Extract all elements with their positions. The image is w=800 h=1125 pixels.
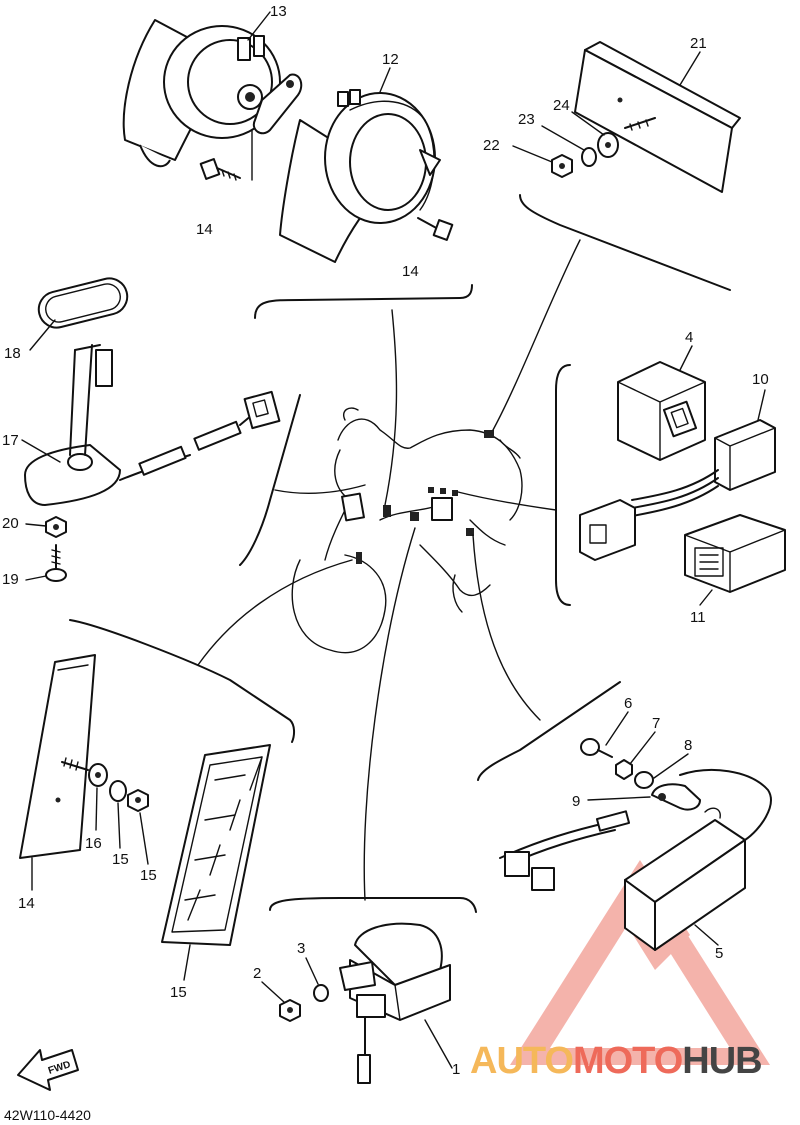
leader-16 — [139, 812, 149, 865]
diagram-code: 42W110-4420 — [4, 1107, 91, 1123]
watermark-hub: HUB — [682, 1040, 761, 1082]
callout-24: 22 — [483, 137, 500, 154]
leader-12 — [379, 67, 391, 93]
watermark-auto: AUTO — [470, 1040, 573, 1082]
horn-13 — [122, 19, 303, 168]
leader-5 — [694, 924, 719, 946]
bolt-14a — [199, 158, 241, 181]
leader-15b — [183, 944, 191, 981]
leader-10 — [757, 389, 766, 421]
callout-15b: 15 — [170, 984, 187, 1001]
connector-11 — [684, 514, 786, 593]
unit-1 — [339, 922, 451, 1084]
callout-19: 17 — [2, 432, 19, 449]
leader-19 — [21, 439, 61, 463]
callout-15a: 14 — [18, 895, 35, 912]
callout-4: 4 — [685, 329, 693, 346]
washer-3 — [313, 984, 329, 1002]
callout-9: 9 — [572, 793, 580, 810]
watermark-moto: MOTO — [573, 1040, 682, 1082]
washer-18 — [88, 763, 108, 787]
nut-16 — [127, 789, 149, 812]
callout-17: 15 — [112, 851, 129, 868]
fuel-sender-19 — [24, 344, 281, 506]
washer-26 — [597, 132, 619, 158]
leader-8 — [653, 753, 689, 779]
callout-7: 7 — [652, 715, 660, 732]
group-brackets — [69, 194, 731, 913]
callout-14b: 14 — [402, 263, 419, 280]
leader-26 — [571, 111, 605, 136]
bolt-14b — [417, 217, 454, 241]
watermark-text: AUTOMOTOHUB — [470, 1040, 763, 1082]
callout-8: 8 — [684, 737, 692, 754]
callout-22: 20 — [2, 515, 19, 532]
callout-6: 6 — [624, 695, 632, 712]
svg-text:AUTOMOTOHUB: AUTOMOTOHUB — [470, 1040, 762, 1082]
callout-12: 12 — [382, 51, 399, 68]
leader-23 — [679, 51, 701, 86]
washer-25 — [581, 147, 597, 167]
fwd-arrow-icon: FWD — [17, 1049, 79, 1091]
callout-3: 3 — [297, 940, 305, 957]
nut-7 — [615, 759, 633, 780]
callout-5: 5 — [715, 945, 723, 962]
leader-7 — [629, 731, 656, 765]
nut-2 — [279, 999, 301, 1022]
leader-6 — [605, 711, 629, 746]
leader-24 — [512, 145, 553, 163]
reflector-15a — [19, 654, 96, 859]
nut-24 — [551, 154, 573, 178]
callout-16: 15 — [140, 867, 157, 884]
unit-5 — [499, 769, 772, 951]
leader-2 — [261, 981, 285, 1003]
leader-11 — [699, 589, 713, 606]
leader-4 — [679, 345, 693, 371]
leader-1 — [424, 1019, 453, 1069]
callout-14a: 14 — [196, 221, 213, 238]
leader-25 — [541, 125, 585, 151]
callout-2: 2 — [253, 965, 261, 982]
callout-13: 13 — [270, 3, 287, 20]
horn-12 — [279, 89, 441, 263]
leader-9 — [587, 796, 651, 801]
bracket-9 — [651, 783, 701, 811]
nut-22 — [45, 516, 67, 538]
washer-8 — [634, 771, 654, 789]
callout-26: 24 — [553, 97, 570, 114]
motorcycle-outline — [291, 407, 523, 654]
callout-1: 1 — [452, 1061, 460, 1078]
bolt-6 — [580, 738, 613, 758]
relay-4 — [617, 361, 706, 461]
washer-17 — [109, 780, 127, 802]
callout-10: 10 — [752, 371, 769, 388]
callout-23: 21 — [690, 35, 707, 52]
leader-18 — [95, 787, 98, 831]
leader-3 — [305, 957, 319, 985]
callout-25: 23 — [518, 111, 535, 128]
callout-18: 16 — [85, 835, 102, 852]
leader-20 — [29, 319, 56, 351]
reflector-23 — [574, 41, 741, 193]
leader-22 — [25, 523, 47, 527]
unit-10 — [579, 419, 776, 561]
leader-13 — [247, 11, 271, 41]
leader-21 — [25, 575, 47, 581]
callout-20: 18 — [4, 345, 21, 362]
callout-21: 19 — [2, 571, 19, 588]
callout-11: 11 — [690, 609, 706, 626]
gasket-20 — [37, 277, 129, 329]
reflector-15b — [161, 744, 271, 946]
screw-21 — [45, 544, 67, 582]
leader-17 — [117, 802, 121, 849]
